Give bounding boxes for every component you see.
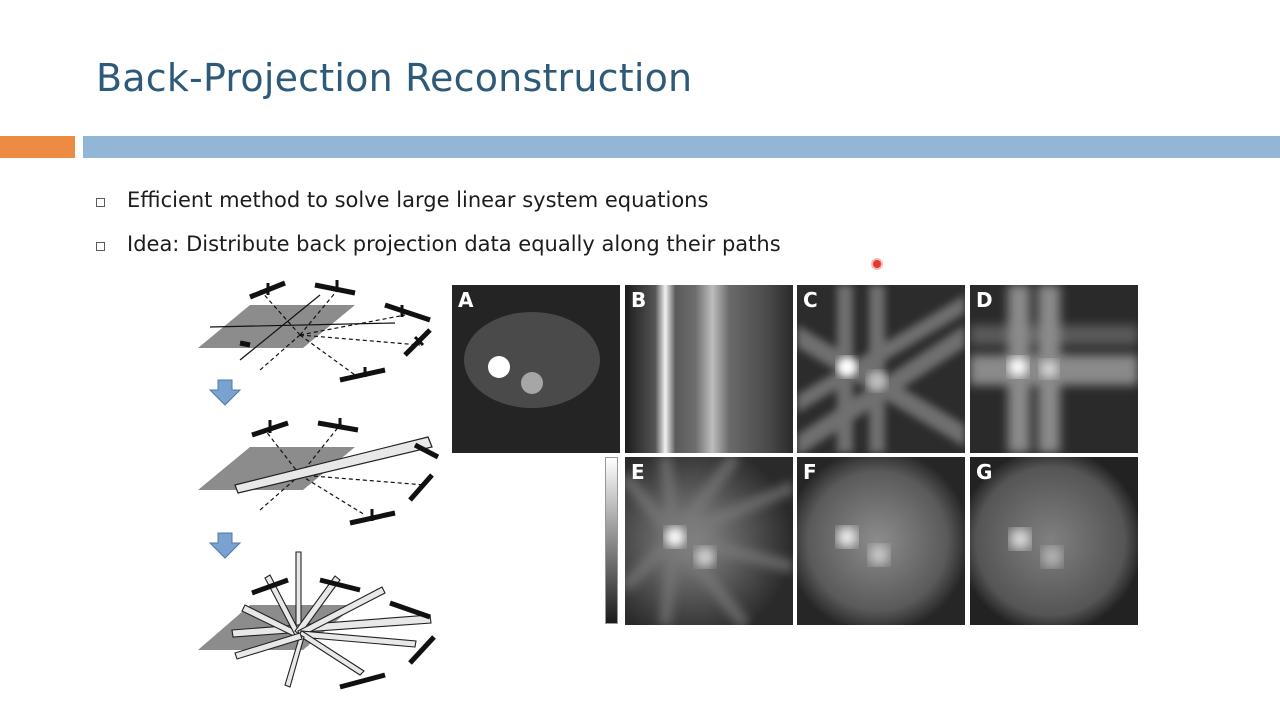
colorbar <box>605 457 618 624</box>
diagram-stage-3 <box>198 551 436 690</box>
square-bullet-icon <box>96 197 105 207</box>
down-arrow-icon <box>208 379 242 406</box>
panel-g: G <box>970 457 1138 625</box>
bullet-item: Idea: Distribute back projection data eq… <box>96 222 781 266</box>
bullet-text: Efficient method to solve large linear s… <box>127 188 709 212</box>
panel-label: E <box>631 460 645 484</box>
square-bullet-icon <box>96 241 105 251</box>
panel-d: D <box>970 285 1138 453</box>
panel-a: A <box>452 285 620 453</box>
backprojection-diagram <box>198 280 440 690</box>
slide-title: Back-Projection Reconstruction <box>96 56 693 100</box>
down-arrow-icon <box>208 532 242 559</box>
panel-label: F <box>803 460 817 484</box>
bullet-text: Idea: Distribute back projection data eq… <box>127 232 781 256</box>
panel-f: F <box>797 457 965 625</box>
panel-c: C <box>797 285 965 453</box>
diagram-stage-1 <box>198 280 432 383</box>
panel-b: B <box>625 285 793 453</box>
bullet-item: Efficient method to solve large linear s… <box>96 178 781 222</box>
panel-label: C <box>803 288 818 312</box>
bullet-list: Efficient method to solve large linear s… <box>96 178 781 266</box>
panel-e: E <box>625 457 793 625</box>
accent-bar-blue <box>83 136 1280 158</box>
panel-label: D <box>976 288 993 312</box>
panel-label: A <box>458 288 474 312</box>
panel-label: G <box>976 460 993 484</box>
accent-bar-orange <box>0 136 75 158</box>
panel-label: B <box>631 288 647 312</box>
laser-pointer-icon <box>873 260 881 268</box>
diagram-stage-2 <box>198 418 440 526</box>
